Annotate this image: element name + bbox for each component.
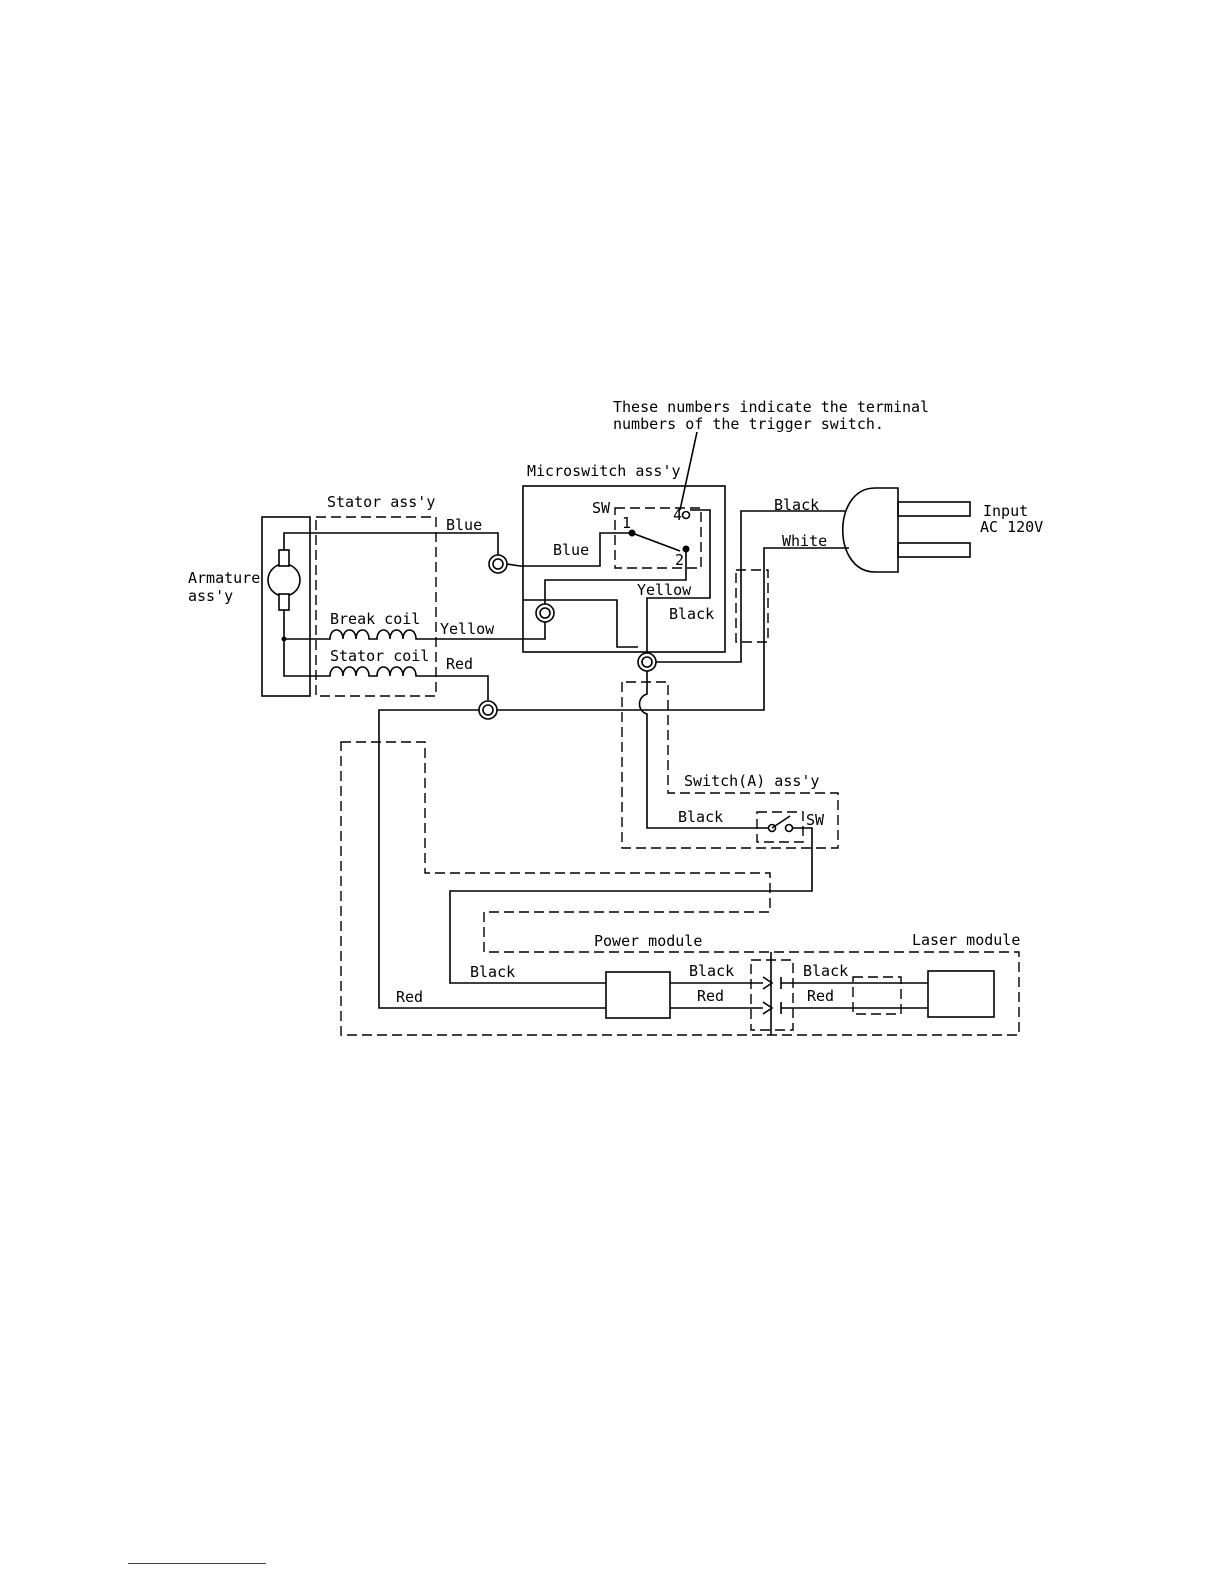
armature-label-2: ass'y [188, 587, 233, 605]
terminal-4-label: 4 [673, 506, 682, 524]
microswitch-assembly-frame [523, 486, 725, 652]
trigger-terminal-4 [683, 512, 690, 519]
connector-blue [489, 555, 507, 573]
laser-module-block [928, 971, 994, 1017]
armature-label-1: Armature [188, 569, 260, 587]
wire-label-yellow-stator: Yellow [440, 620, 495, 638]
wire-label-black-micro: Black [669, 605, 714, 623]
stator-label: Stator ass'y [327, 493, 435, 511]
wire-white-plug [497, 548, 849, 710]
switch-a-contact-right [786, 825, 793, 832]
connector-pin-black [763, 977, 806, 989]
sw-label: SW [592, 499, 611, 517]
armature-brush-bottom [279, 594, 289, 610]
wire-label-red-power-in: Red [396, 988, 423, 1006]
power-module-block [606, 972, 670, 1018]
trigger-switch-blade [632, 533, 680, 551]
wire-label-black-switch: Black [678, 808, 723, 826]
stator-assembly-frame [316, 517, 436, 696]
microswitch-label: Microswitch ass'y [527, 462, 681, 480]
footer-rule [128, 1563, 266, 1564]
wire-label-yellow-micro: Yellow [637, 581, 692, 599]
wire-black-to-switch-a [640, 671, 769, 828]
wire-label-red-lm: Red [807, 987, 834, 1005]
armature-motor-symbol [268, 564, 300, 596]
connector-pin-red [763, 1002, 806, 1014]
switch-a-sw-label: SW [806, 811, 825, 829]
stator-coil [316, 667, 436, 676]
power-module-label: Power module [594, 932, 702, 950]
wire-label-black-lm: Black [803, 962, 848, 980]
annotation-leader [680, 432, 697, 510]
connector-red [479, 701, 497, 719]
input-label-2: AC 120V [980, 518, 1043, 536]
terminal-1-label: 1 [622, 514, 631, 532]
module-connector-frame [751, 960, 793, 1030]
power-plug-body [843, 488, 898, 572]
break-coil-label: Break coil [330, 610, 420, 628]
wire-label-red-stator: Red [446, 655, 473, 673]
wire-label-black-power-in: Black [470, 963, 515, 981]
annotation-line-2: numbers of the trigger switch. [613, 415, 884, 433]
armature-brush-top [279, 550, 289, 566]
connector-black [638, 653, 656, 671]
wire-label-black-pm-out: Black [689, 962, 734, 980]
switch-a-box [757, 812, 803, 842]
harness-outer-dashed [341, 742, 1019, 1035]
wire-blue-to-connector [436, 533, 498, 556]
wire-label-blue-top: Blue [446, 516, 482, 534]
connector-yellow [536, 604, 554, 622]
switch-a-label: Switch(A) ass'y [684, 772, 819, 790]
break-coil [320, 630, 436, 639]
terminal-2-label: 2 [675, 551, 684, 569]
laser-module-label: Laser module [912, 931, 1020, 949]
wire-red [436, 676, 488, 700]
stator-coil-label: Stator coil [330, 647, 429, 665]
wire-label-blue-inner: Blue [553, 541, 589, 559]
wire-label-red-pm-out: Red [697, 987, 724, 1005]
annotation-line-1: These numbers indicate the terminal [613, 398, 929, 416]
plug-prong-bottom [898, 543, 970, 557]
plug-prong-top [898, 502, 970, 516]
